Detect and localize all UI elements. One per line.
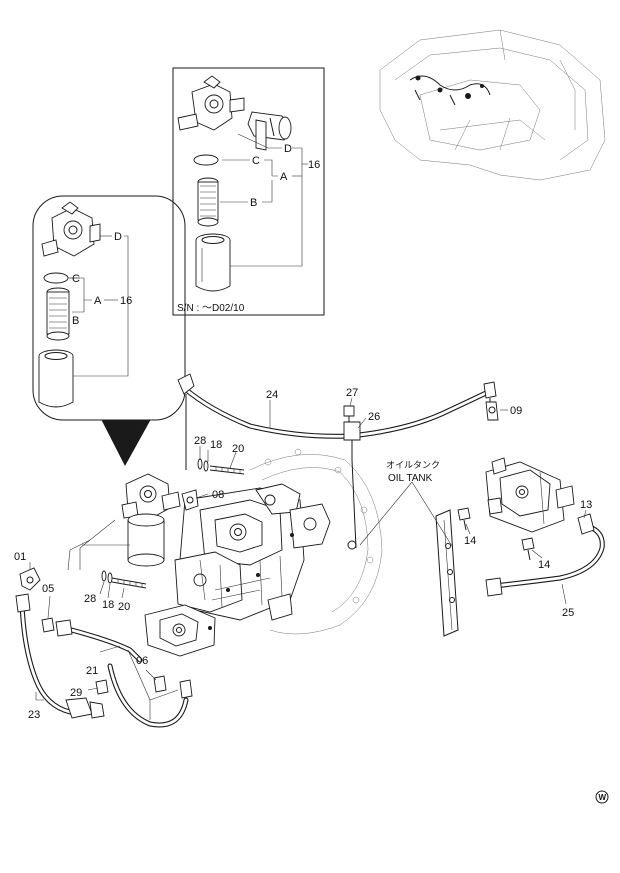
label-09: 09 [510,405,522,417]
fitting-09 [485,401,499,421]
label-23: 23 [28,709,40,721]
left-bowl [38,349,74,408]
leader-lines [29,397,587,701]
label-20-lower: 20 [118,601,130,613]
clamp-26 [343,421,361,549]
label-21: 21 [86,665,98,677]
watermark-letter: W [599,793,607,802]
hose-24-left-fitting [177,373,195,395]
top-inset: D C A B 16 S/N : ～D02/10 [172,67,325,316]
elbow-01 [19,567,41,591]
left-label-c: C [72,273,80,285]
left-label-16: 16 [120,295,132,307]
inset-pointer [101,419,151,466]
top-o-ring-c [193,154,219,166]
left-label-a: A [94,295,102,307]
label-14-lower: 14 [538,559,550,571]
bolt-14-upper [457,507,471,531]
machine-outline [379,29,606,181]
pump-assembly [144,448,383,657]
label-24: 24 [266,389,278,401]
label-28-upper: 28 [194,435,206,447]
left-label-d: D [114,231,122,243]
label-01: 01 [14,551,26,563]
hose-24-right-fitting [483,381,497,399]
fitting-06 [153,675,167,693]
filter-on-pump [67,473,181,571]
top-inset-frame [172,67,325,316]
bolt-20-upper [197,458,245,475]
part-labels: 01 05 06 08 09 13 14 14 18 18 20 20 21 2… [14,387,592,721]
serial-number-note: S/N : ～D02/10 [177,303,245,314]
top-label-b: B [250,197,257,209]
label-06: 06 [136,655,148,667]
label-18-upper: 18 [210,439,222,451]
left-o-ring-c [43,272,69,284]
top-label-c: C [252,155,260,167]
label-25: 25 [562,607,574,619]
top-label-d: D [284,143,292,155]
top-element-d [247,111,292,151]
top-strainer-b [197,177,219,227]
label-26: 26 [368,411,380,423]
label-08: 08 [212,489,224,501]
hose-25 [485,513,605,597]
bolt-20-lower [101,570,147,589]
label-18-lower: 18 [102,599,114,611]
fitting-29 [95,679,109,695]
label-14-upper: 14 [464,535,476,547]
label-05: 05 [42,583,54,595]
oil-tank-wall [359,481,459,637]
leader-06 [127,649,179,720]
top-label-16: 16 [308,159,320,171]
bolt-14-lower [521,537,535,561]
fitting-08 [181,489,199,511]
label-28-lower: 28 [84,593,96,605]
top-bowl [195,233,231,292]
hose-24 [177,373,497,470]
bolt-27 [343,405,355,422]
watermark-badge: W [595,790,609,804]
left-strainer-b [46,287,70,341]
oil-tank-label-en: OIL TANK [388,473,433,484]
label-13: 13 [580,499,592,511]
hose-23 [15,593,105,719]
label-29: 29 [70,687,82,699]
fitting-05 [41,617,55,633]
left-inset: D C A B 16 [32,195,186,466]
label-20-upper: 20 [232,443,244,455]
top-label-a: A [280,171,288,183]
top-filter-head [177,75,245,131]
left-label-b: B [72,315,79,327]
oil-tank-label-jp: オイルタンク [386,460,440,471]
label-27: 27 [346,387,358,399]
left-filter-head [41,201,101,257]
valve-block [485,457,575,533]
hose-21 [55,619,193,728]
